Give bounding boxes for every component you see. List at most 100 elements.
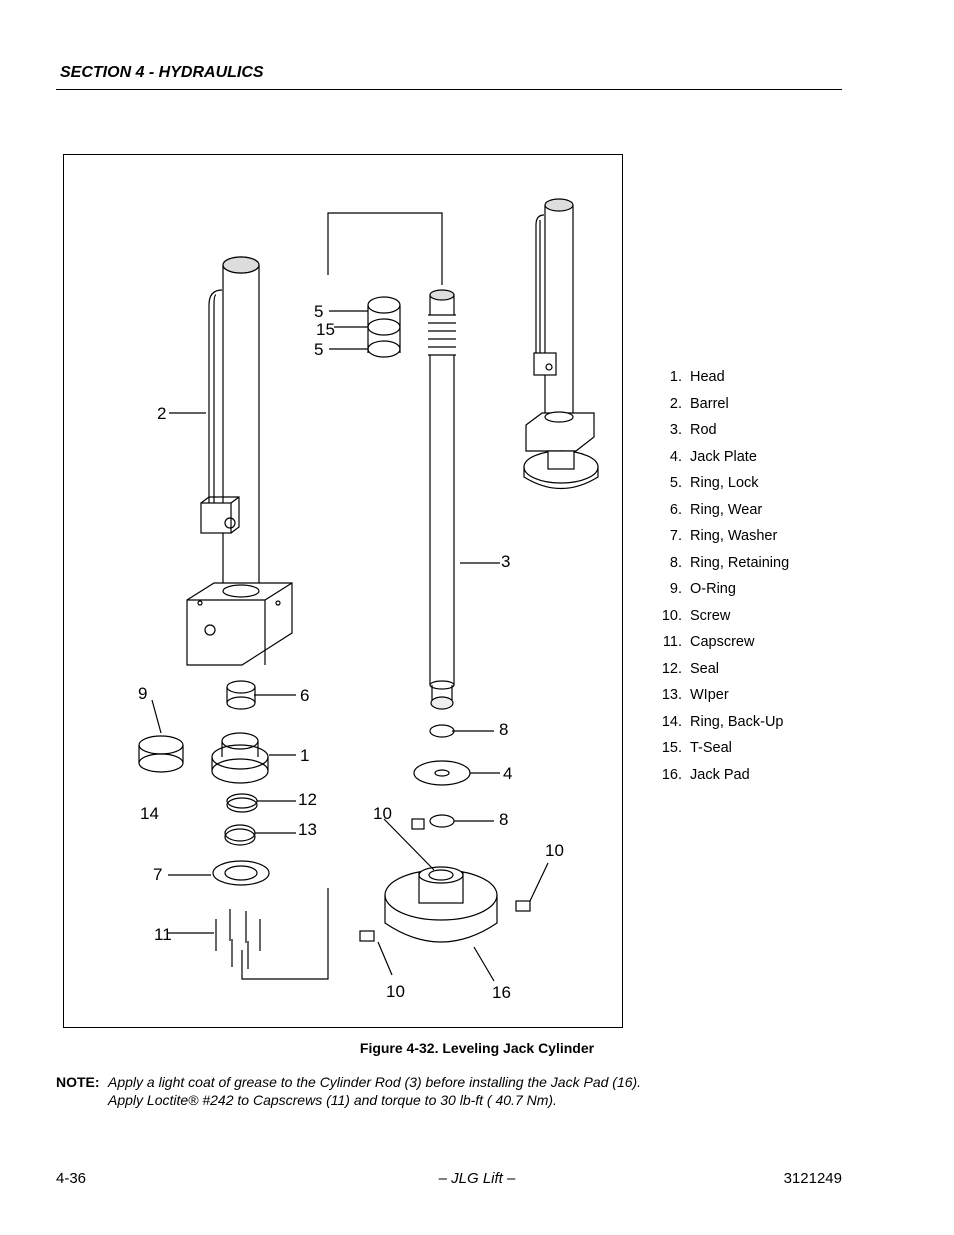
- callout-16: 16: [492, 983, 511, 1002]
- parts-list-item: 9. O-Ring: [652, 579, 789, 606]
- parts-list-item: 11. Capscrew: [652, 632, 789, 659]
- retaining-ring-2-drawing: [429, 814, 455, 828]
- parts-list-item: 7. Ring, Washer: [652, 526, 789, 553]
- assembled-view-drawing: [523, 198, 599, 490]
- barrel-drawing: [186, 256, 293, 666]
- wear-ring-drawing: [226, 680, 256, 710]
- callout-5: 5: [314, 302, 323, 321]
- parts-list-item: 13. WIper: [652, 685, 789, 712]
- part-name: Rod: [690, 422, 717, 438]
- figure-caption: Figure 4-32. Leveling Jack Cylinder: [359, 1040, 595, 1056]
- callout-6: 6: [300, 686, 309, 705]
- parts-list-item: 10. Screw: [652, 606, 789, 633]
- callout-12: 12: [298, 790, 317, 809]
- part-number: 11.: [662, 634, 682, 650]
- parts-list-item: 12. Seal: [652, 659, 789, 686]
- figure-frame: 2 5 15 5 3 9 6 1 14 12 13 7 11 8 4 10 8 …: [63, 154, 623, 1028]
- part-name: WIper: [690, 687, 729, 703]
- callout-11: 11: [154, 925, 172, 944]
- part-name: T-Seal: [690, 740, 732, 756]
- callout-8-lower: 8: [499, 810, 508, 829]
- part-number: 9.: [669, 581, 682, 597]
- part-number: 12.: [661, 660, 682, 677]
- part-number: 6.: [669, 501, 682, 518]
- parts-list-item: 8. Ring, Retaining: [652, 553, 789, 580]
- part-number: 3.: [669, 422, 682, 438]
- head-drawing: [211, 732, 269, 784]
- callout-10-lower: 10: [386, 982, 405, 1001]
- callout-3: 3: [501, 552, 510, 571]
- callout-4: 4: [503, 764, 512, 783]
- callout-10-right: 10: [545, 841, 564, 860]
- part-number: 1.: [669, 369, 682, 385]
- parts-list-item: 4. Jack Plate: [652, 447, 789, 474]
- part-number: 5.: [669, 475, 682, 491]
- part-name: Jack Pad: [690, 766, 750, 783]
- footer-title: – JLG Lift –: [438, 1170, 516, 1187]
- jack-pad-drawing: [384, 866, 498, 943]
- part-name: Jack Plate: [690, 448, 757, 465]
- retaining-ring-drawing: [429, 724, 455, 738]
- note-label: NOTE:: [56, 1074, 100, 1090]
- parts-list-item: 2. Barrel: [652, 394, 789, 421]
- parts-list-item: 16. Jack Pad: [652, 765, 789, 792]
- callout-13: 13: [298, 820, 317, 839]
- header-rule: [56, 89, 842, 90]
- note-block: NOTE: Apply a light coat of grease to the…: [56, 1073, 641, 1109]
- parts-list-item: 14. Ring, Back-Up: [652, 712, 789, 739]
- washer-ring-drawing: [212, 860, 270, 886]
- part-number: 10.: [661, 607, 682, 624]
- part-name: Head: [690, 369, 725, 385]
- part-number: 4.: [669, 448, 682, 465]
- callout-2: 2: [157, 404, 166, 423]
- callout-8: 8: [499, 720, 508, 739]
- callout-5-lower: 5: [314, 340, 323, 359]
- lock-rings-drawing: [367, 296, 401, 358]
- rod-drawing: [428, 289, 456, 710]
- note-line-1: Apply a light coat of grease to the Cyli…: [108, 1074, 642, 1090]
- part-number: 8.: [669, 554, 682, 571]
- part-name: Screw: [690, 607, 731, 624]
- part-number: 2.: [669, 395, 682, 412]
- parts-list-item: 15. T-Seal: [652, 738, 789, 765]
- parts-list-item: 3. Rod: [652, 420, 789, 447]
- part-number: 13.: [661, 687, 682, 703]
- callout-10-upper: 10: [373, 804, 392, 823]
- parts-list-item: 6. Ring, Wear: [652, 500, 789, 527]
- exploded-view-drawing: 2 5 15 5 3 9 6 1 14 12 13 7 11 8 4 10 8 …: [138, 198, 599, 1002]
- callout-1: 1: [300, 746, 309, 765]
- capscrews-drawing: [215, 909, 261, 969]
- part-name: Ring, Back-Up: [690, 713, 784, 730]
- part-number: 15.: [661, 740, 682, 756]
- screw-drawing: [411, 818, 425, 830]
- part-name: Capscrew: [690, 634, 755, 650]
- page-number: 4-36: [56, 1170, 87, 1187]
- part-name: O-Ring: [690, 581, 736, 597]
- document-number: 3121249: [783, 1170, 842, 1187]
- part-name: Ring, Retaining: [690, 554, 790, 571]
- parts-list-item: 5. Ring, Lock: [652, 473, 789, 500]
- o-ring-drawing: [138, 735, 184, 773]
- callout-9: 9: [138, 684, 147, 703]
- callout-15: 15: [316, 320, 335, 339]
- part-name: Ring, Washer: [690, 528, 778, 544]
- part-name: Ring, Wear: [690, 501, 763, 518]
- wiper-drawing: [224, 824, 256, 842]
- assembly-bracket: [327, 212, 443, 285]
- assembly-bracket-lower: [241, 888, 329, 980]
- part-number: 16.: [661, 766, 682, 783]
- callout-7: 7: [153, 865, 162, 884]
- part-name: Ring, Lock: [690, 475, 759, 491]
- part-name: Seal: [690, 660, 720, 677]
- part-number: 7.: [669, 528, 682, 544]
- leader-lines: [151, 310, 549, 982]
- note-line-2: Apply Loctite® #242 to Capscrews (11) an…: [108, 1092, 557, 1108]
- section-title: SECTION 4 - HYDRAULICS: [60, 64, 264, 81]
- jack-plate-drawing: [413, 760, 471, 786]
- part-number: 14.: [661, 713, 682, 730]
- callout-14: 14: [140, 804, 159, 823]
- parts-list-item: 1. Head: [652, 367, 789, 394]
- part-name: Barrel: [690, 395, 729, 412]
- parts-list: 1. Head 2. Barrel 3. Rod 4. Jack Plate 5. Rin…: [652, 367, 789, 791]
- seal-drawing: [226, 793, 258, 809]
